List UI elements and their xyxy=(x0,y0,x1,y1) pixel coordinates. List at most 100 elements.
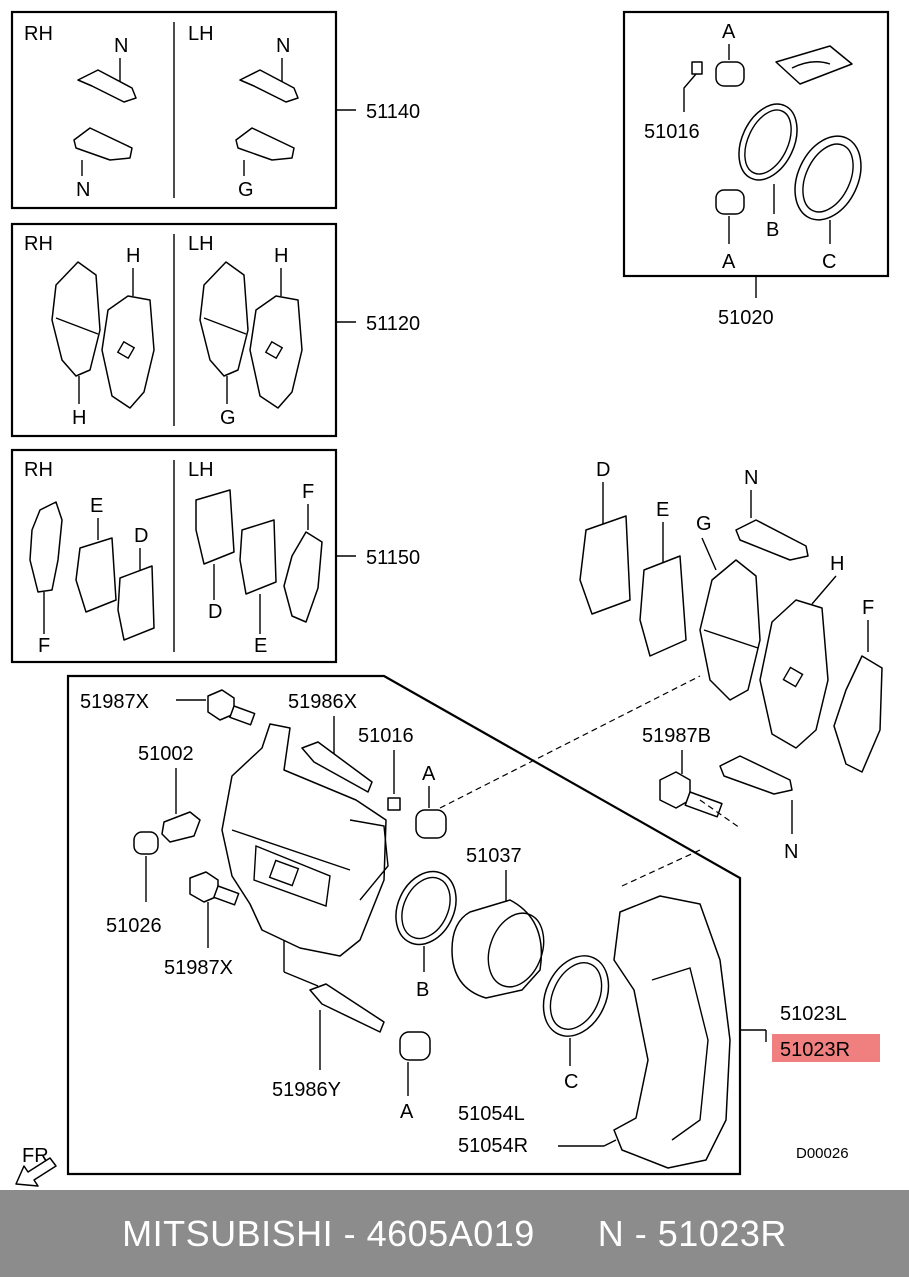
callout-a: A xyxy=(400,1101,414,1123)
callout-n: N xyxy=(744,467,758,489)
callout-e: E xyxy=(656,499,669,521)
cap-icon xyxy=(691,61,703,75)
brake-pad-icon xyxy=(51,261,101,377)
callout-n: N xyxy=(76,179,90,201)
callout-n: N xyxy=(784,841,798,863)
callout-51037: 51037 xyxy=(466,845,522,867)
panel-pads: RH LH H H H G 51120 xyxy=(10,222,420,438)
callout-a: A xyxy=(422,763,436,785)
brake-pad-icon xyxy=(699,559,761,701)
dust-boot-icon xyxy=(794,135,862,221)
part-number: 51020 xyxy=(718,307,774,329)
callout-d: D xyxy=(134,525,148,547)
callout-a: A xyxy=(722,21,736,43)
footer-bar: MITSUBISHI - 4605A019 N - 51023R xyxy=(0,1190,909,1277)
clip-icon xyxy=(235,127,295,161)
callout-51987b: 51987B xyxy=(642,725,711,747)
callout-c: C xyxy=(564,1071,578,1093)
shim-icon xyxy=(639,555,687,657)
caliper-assembly: 51987X 51986X 51016 A 51002 51026 51987X xyxy=(15,674,880,1187)
cap-icon xyxy=(387,797,401,811)
brake-pad-icon xyxy=(759,599,829,749)
callout-51023l: 51023L xyxy=(780,1003,847,1025)
boot-icon xyxy=(715,189,745,215)
label-rh: RH xyxy=(24,233,53,255)
callout-51026: 51026 xyxy=(106,915,162,937)
callout-g: G xyxy=(238,179,254,201)
clip-icon xyxy=(73,127,133,161)
shim-icon xyxy=(75,537,117,613)
callout-d: D xyxy=(596,459,610,481)
guide-pin-icon xyxy=(301,741,373,793)
callout-a: A xyxy=(722,251,736,273)
callout-n: N xyxy=(114,35,128,57)
brake-pad-icon xyxy=(249,295,303,409)
parts-diagram: RH LH N N N G 51140 RH LH H H H G xyxy=(10,10,890,1187)
dust-boot-icon xyxy=(542,955,610,1037)
callout-51054l: 51054L xyxy=(458,1103,525,1125)
callout-n: N xyxy=(276,35,290,57)
callout-51054r: 51054R xyxy=(458,1135,528,1157)
panel-clips: RH LH N N N G 51140 xyxy=(10,10,420,210)
shim-icon xyxy=(117,565,155,641)
boot-icon xyxy=(415,809,447,839)
callout-51987x: 51987X xyxy=(80,691,149,713)
label-rh: RH xyxy=(24,23,53,45)
caliper-body-icon xyxy=(221,723,387,957)
callout-51987x: 51987X xyxy=(164,957,233,979)
caliper-support-icon xyxy=(613,895,731,1169)
callout-f: F xyxy=(302,481,314,503)
callout-f: F xyxy=(38,635,50,657)
clip-icon xyxy=(719,755,793,795)
shim-icon xyxy=(29,501,63,593)
boot-icon xyxy=(399,1031,431,1061)
grease-packet-icon xyxy=(775,45,853,85)
callout-51023r: 51023R xyxy=(780,1039,850,1061)
label-rh: RH xyxy=(24,459,53,481)
clip-icon xyxy=(735,519,809,561)
label-lh: LH xyxy=(188,233,214,255)
callout-b: B xyxy=(416,979,429,1001)
part-number: 51120 xyxy=(366,313,420,335)
exploded-pads: D E G N H F 51987B N xyxy=(579,459,883,863)
callout-51016: 51016 xyxy=(358,725,414,747)
piston-seal-icon xyxy=(738,103,798,181)
footer-text: MITSUBISHI - 4605A019 N - 51023R xyxy=(122,1212,787,1254)
guide-pin-icon xyxy=(309,983,385,1033)
callout-51986y: 51986Y xyxy=(272,1079,341,1101)
front-direction-label: FR xyxy=(22,1145,49,1167)
callout-b: B xyxy=(766,219,779,241)
callout-f: F xyxy=(862,597,874,619)
front-arrow-icon xyxy=(15,1157,57,1187)
highlight-box xyxy=(772,1034,880,1062)
clip-icon xyxy=(239,69,299,103)
callout-e: E xyxy=(90,495,103,517)
shim-icon xyxy=(833,655,883,773)
shim-icon xyxy=(195,489,235,565)
shim-icon xyxy=(579,515,631,615)
label-lh: LH xyxy=(188,459,214,481)
label-lh: LH xyxy=(188,23,214,45)
boot-icon xyxy=(715,61,745,87)
callout-d: D xyxy=(208,601,222,623)
callout-51002: 51002 xyxy=(138,743,194,765)
callout-h: H xyxy=(126,245,140,267)
shim-icon xyxy=(239,519,277,595)
callout-h: H xyxy=(274,245,288,267)
bleeder-cap-icon xyxy=(133,831,159,855)
part-number: 51140 xyxy=(366,101,420,123)
callout-51016: 51016 xyxy=(644,121,700,143)
brake-pad-icon xyxy=(101,295,155,409)
callout-g: G xyxy=(696,513,712,535)
diagram-ref: D00026 xyxy=(796,1145,849,1162)
callout-h: H xyxy=(72,407,86,429)
bleeder-screw-icon xyxy=(161,811,201,843)
callout-h: H xyxy=(830,553,844,575)
callout-c: C xyxy=(822,251,836,273)
panel-shims: RH LH E D F F D E 51150 xyxy=(10,448,420,664)
part-number: 51150 xyxy=(366,547,420,569)
callout-51986x: 51986X xyxy=(288,691,357,713)
callout-e: E xyxy=(254,635,267,657)
clip-icon xyxy=(77,69,137,103)
callout-g: G xyxy=(220,407,236,429)
